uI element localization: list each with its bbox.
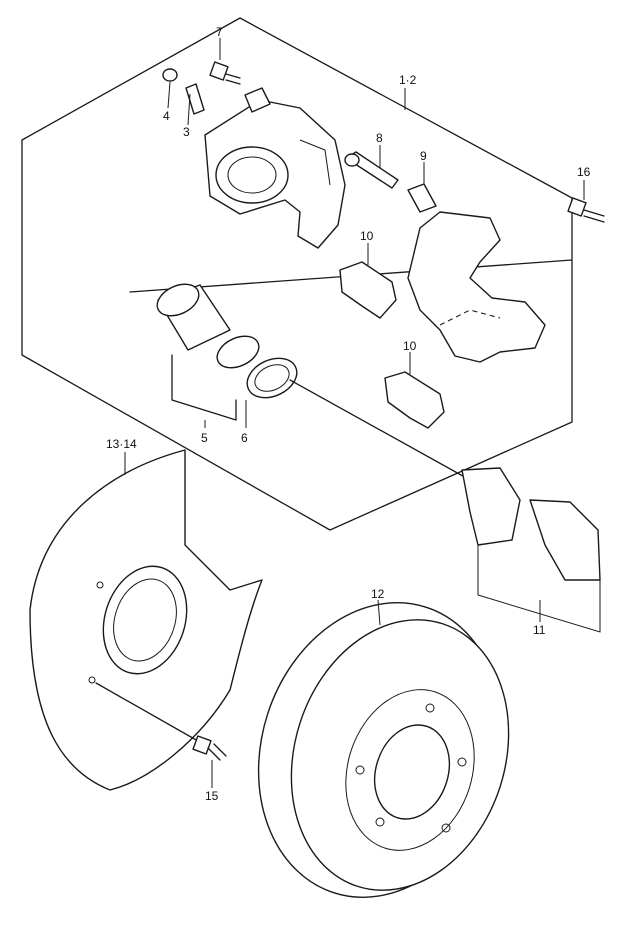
label-11: 11: [533, 623, 546, 637]
pad-clip-lower: [384, 371, 445, 429]
bolt-16: [567, 197, 605, 223]
dust-shield: [29, 449, 263, 791]
label-13-14: 13·14: [106, 437, 137, 451]
piston: [156, 283, 298, 399]
bolt-15: [192, 735, 227, 761]
label-9: 9: [420, 149, 427, 163]
label-10-lower: 10: [403, 339, 417, 353]
label-16: 16: [577, 165, 591, 179]
brake-pads: [461, 467, 601, 633]
leader-lines: [124, 38, 585, 788]
label-4: 4: [163, 109, 170, 123]
caliper-body: [204, 87, 346, 249]
label-8: 8: [376, 131, 383, 145]
label-10-upper: 10: [360, 229, 374, 243]
label-3: 3: [183, 125, 190, 139]
label-12: 12: [371, 587, 385, 601]
caliper-assembly-outline: [21, 17, 573, 531]
label-6: 6: [241, 431, 248, 445]
pad-clip-upper: [339, 261, 397, 319]
label-1-2: 1·2: [399, 73, 417, 87]
label-15: 15: [205, 789, 219, 803]
bleeder-screw: [162, 68, 205, 115]
brake-disc: [257, 602, 510, 898]
caliper-bracket: [407, 211, 546, 363]
label-5: 5: [201, 431, 208, 445]
bolt-7: [209, 61, 241, 85]
label-7: 7: [216, 25, 223, 39]
slide-pin-8: [344, 151, 399, 189]
boot-9: [407, 183, 437, 213]
